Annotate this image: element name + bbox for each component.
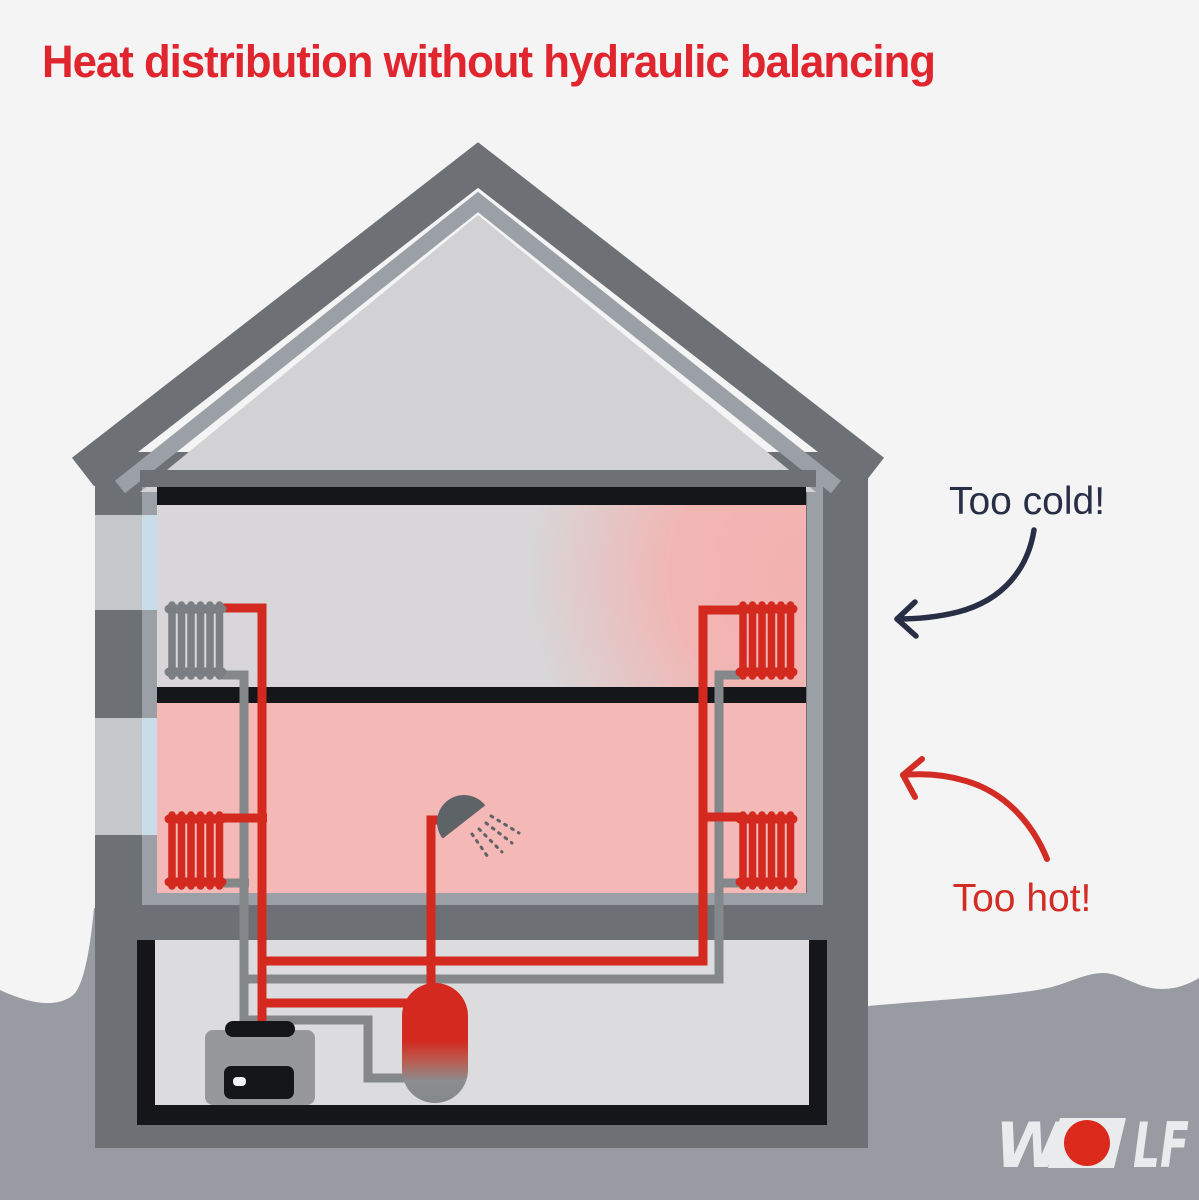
cold-curved-arrow-icon — [894, 527, 1037, 622]
hot-water-tank-icon — [402, 983, 468, 1103]
roof-outer-band — [71, 142, 885, 487]
tank-return-pipe — [244, 1015, 410, 1083]
hot-curved-arrow-icon — [900, 771, 1050, 862]
window-frame — [95, 718, 142, 835]
shower-spray — [489, 814, 521, 835]
return-riser-left — [222, 670, 249, 1028]
ground-floor-room — [157, 703, 806, 893]
ground-floor-slab-top — [142, 893, 823, 905]
boiler-top-connector — [225, 1021, 295, 1037]
basement-frame-left — [137, 940, 155, 1125]
house-cross-section — [71, 142, 885, 1148]
ground-left — [0, 908, 95, 1200]
too-cold-label: Too cold! — [949, 480, 1105, 523]
boiler-unit-icon — [205, 1021, 315, 1105]
too-hot-label: Too hot! — [953, 877, 1092, 920]
return-riser-right — [244, 670, 740, 984]
right-wall-inner-strip — [807, 470, 823, 905]
attic-floor-bar — [140, 470, 816, 487]
wolf-logo: W LF — [995, 1109, 1189, 1182]
boiler-indicator-light — [233, 1077, 246, 1086]
shower-spray — [470, 832, 492, 862]
shower-spray — [477, 827, 504, 854]
upper-floor-room — [157, 505, 806, 687]
page-title: Heat distribution without hydraulic bala… — [42, 36, 935, 87]
shower-head-icon — [437, 795, 521, 862]
boiler-control-panel — [224, 1066, 294, 1099]
shower-head-dome — [437, 795, 486, 839]
roof-inner-band — [115, 191, 841, 494]
ceiling-slab-middle — [157, 687, 806, 703]
window-frame — [95, 515, 142, 610]
window-glass — [142, 718, 158, 835]
radiator-lower-left-hot-icon — [164, 811, 227, 890]
radiator-upper-left-cold-icon — [164, 601, 227, 680]
attic-interior — [140, 215, 816, 492]
return-pipes-gray — [222, 670, 744, 1083]
annotation-too-cold: Too cold! — [894, 480, 1105, 639]
logo-letters-lf: LF — [1133, 1109, 1189, 1182]
shower-spray — [484, 821, 514, 845]
window-upper-left — [95, 515, 158, 610]
ceiling-slab-top — [157, 487, 806, 505]
basement-frame-right — [809, 940, 827, 1125]
radiator-upper-right-hot-icon — [735, 601, 798, 680]
basement-floor-slab — [137, 1105, 827, 1125]
radiator-lower-right-hot-icon — [735, 811, 798, 890]
cold-arrowhead — [894, 599, 919, 639]
window-glass — [142, 515, 158, 610]
window-lower-left — [95, 718, 158, 835]
supply-riser-left — [222, 603, 267, 1028]
hot-arrowhead — [900, 756, 925, 800]
annotation-too-hot: Too hot! — [900, 756, 1092, 920]
supply-riser-right — [262, 605, 740, 966]
logo-red-circle-icon — [1064, 1120, 1110, 1166]
